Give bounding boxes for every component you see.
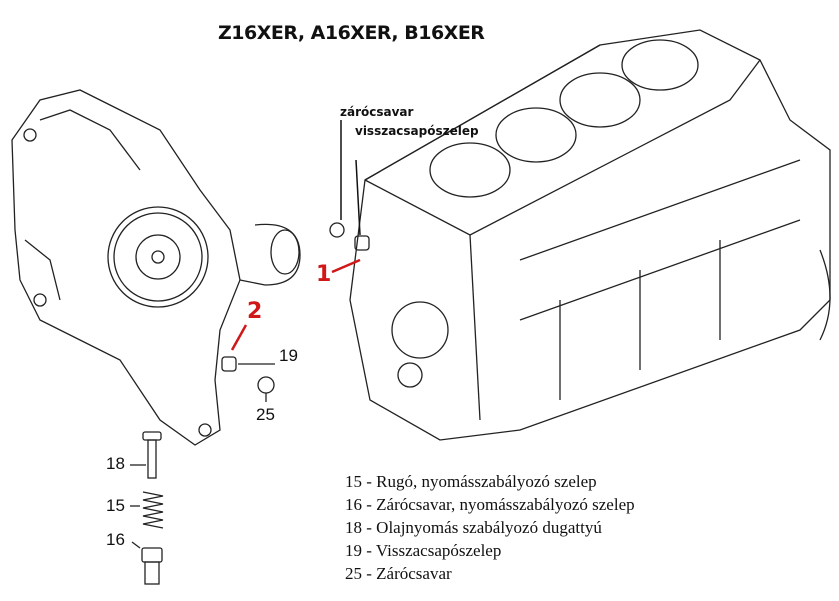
parts-legend: 15 - Rugó, nyomásszabályozó szelep 16 - … xyxy=(345,470,635,585)
plug-part xyxy=(329,222,345,238)
oil-pump-cover xyxy=(11,89,301,446)
legend-item: 19 - Visszacsapószelep xyxy=(345,541,502,560)
engine-block xyxy=(349,29,831,441)
small-parts xyxy=(130,356,275,585)
part-number-15: 15 xyxy=(106,496,125,515)
red-arrow-2 xyxy=(230,324,248,351)
callout-plug: zárócsavar xyxy=(340,105,414,119)
engine-codes-title: Z16XER, A16XER, B16XER xyxy=(218,22,485,44)
callout-check-valve: visszacsapószelep xyxy=(355,124,479,138)
legend-item: 18 - Olajnyomás szabályozó dugattyú xyxy=(345,518,602,537)
part-number-16: 16 xyxy=(106,530,125,549)
legend-item: 15 - Rugó, nyomásszabályozó szelep xyxy=(345,472,597,491)
legend-item: 25 - Zárócsavar xyxy=(345,564,452,583)
part-number-18: 18 xyxy=(106,454,125,473)
marker-2: 2 xyxy=(247,299,263,324)
check-valve-part xyxy=(354,235,370,251)
part-number-25: 25 xyxy=(256,405,275,424)
part-number-19: 19 xyxy=(279,346,298,365)
legend-item: 16 - Zárócsavar, nyomásszabályozó szelep xyxy=(345,495,635,514)
arrow-check-valve xyxy=(355,159,361,236)
marker-1: 1 xyxy=(316,262,332,287)
red-arrow-1 xyxy=(331,258,361,274)
